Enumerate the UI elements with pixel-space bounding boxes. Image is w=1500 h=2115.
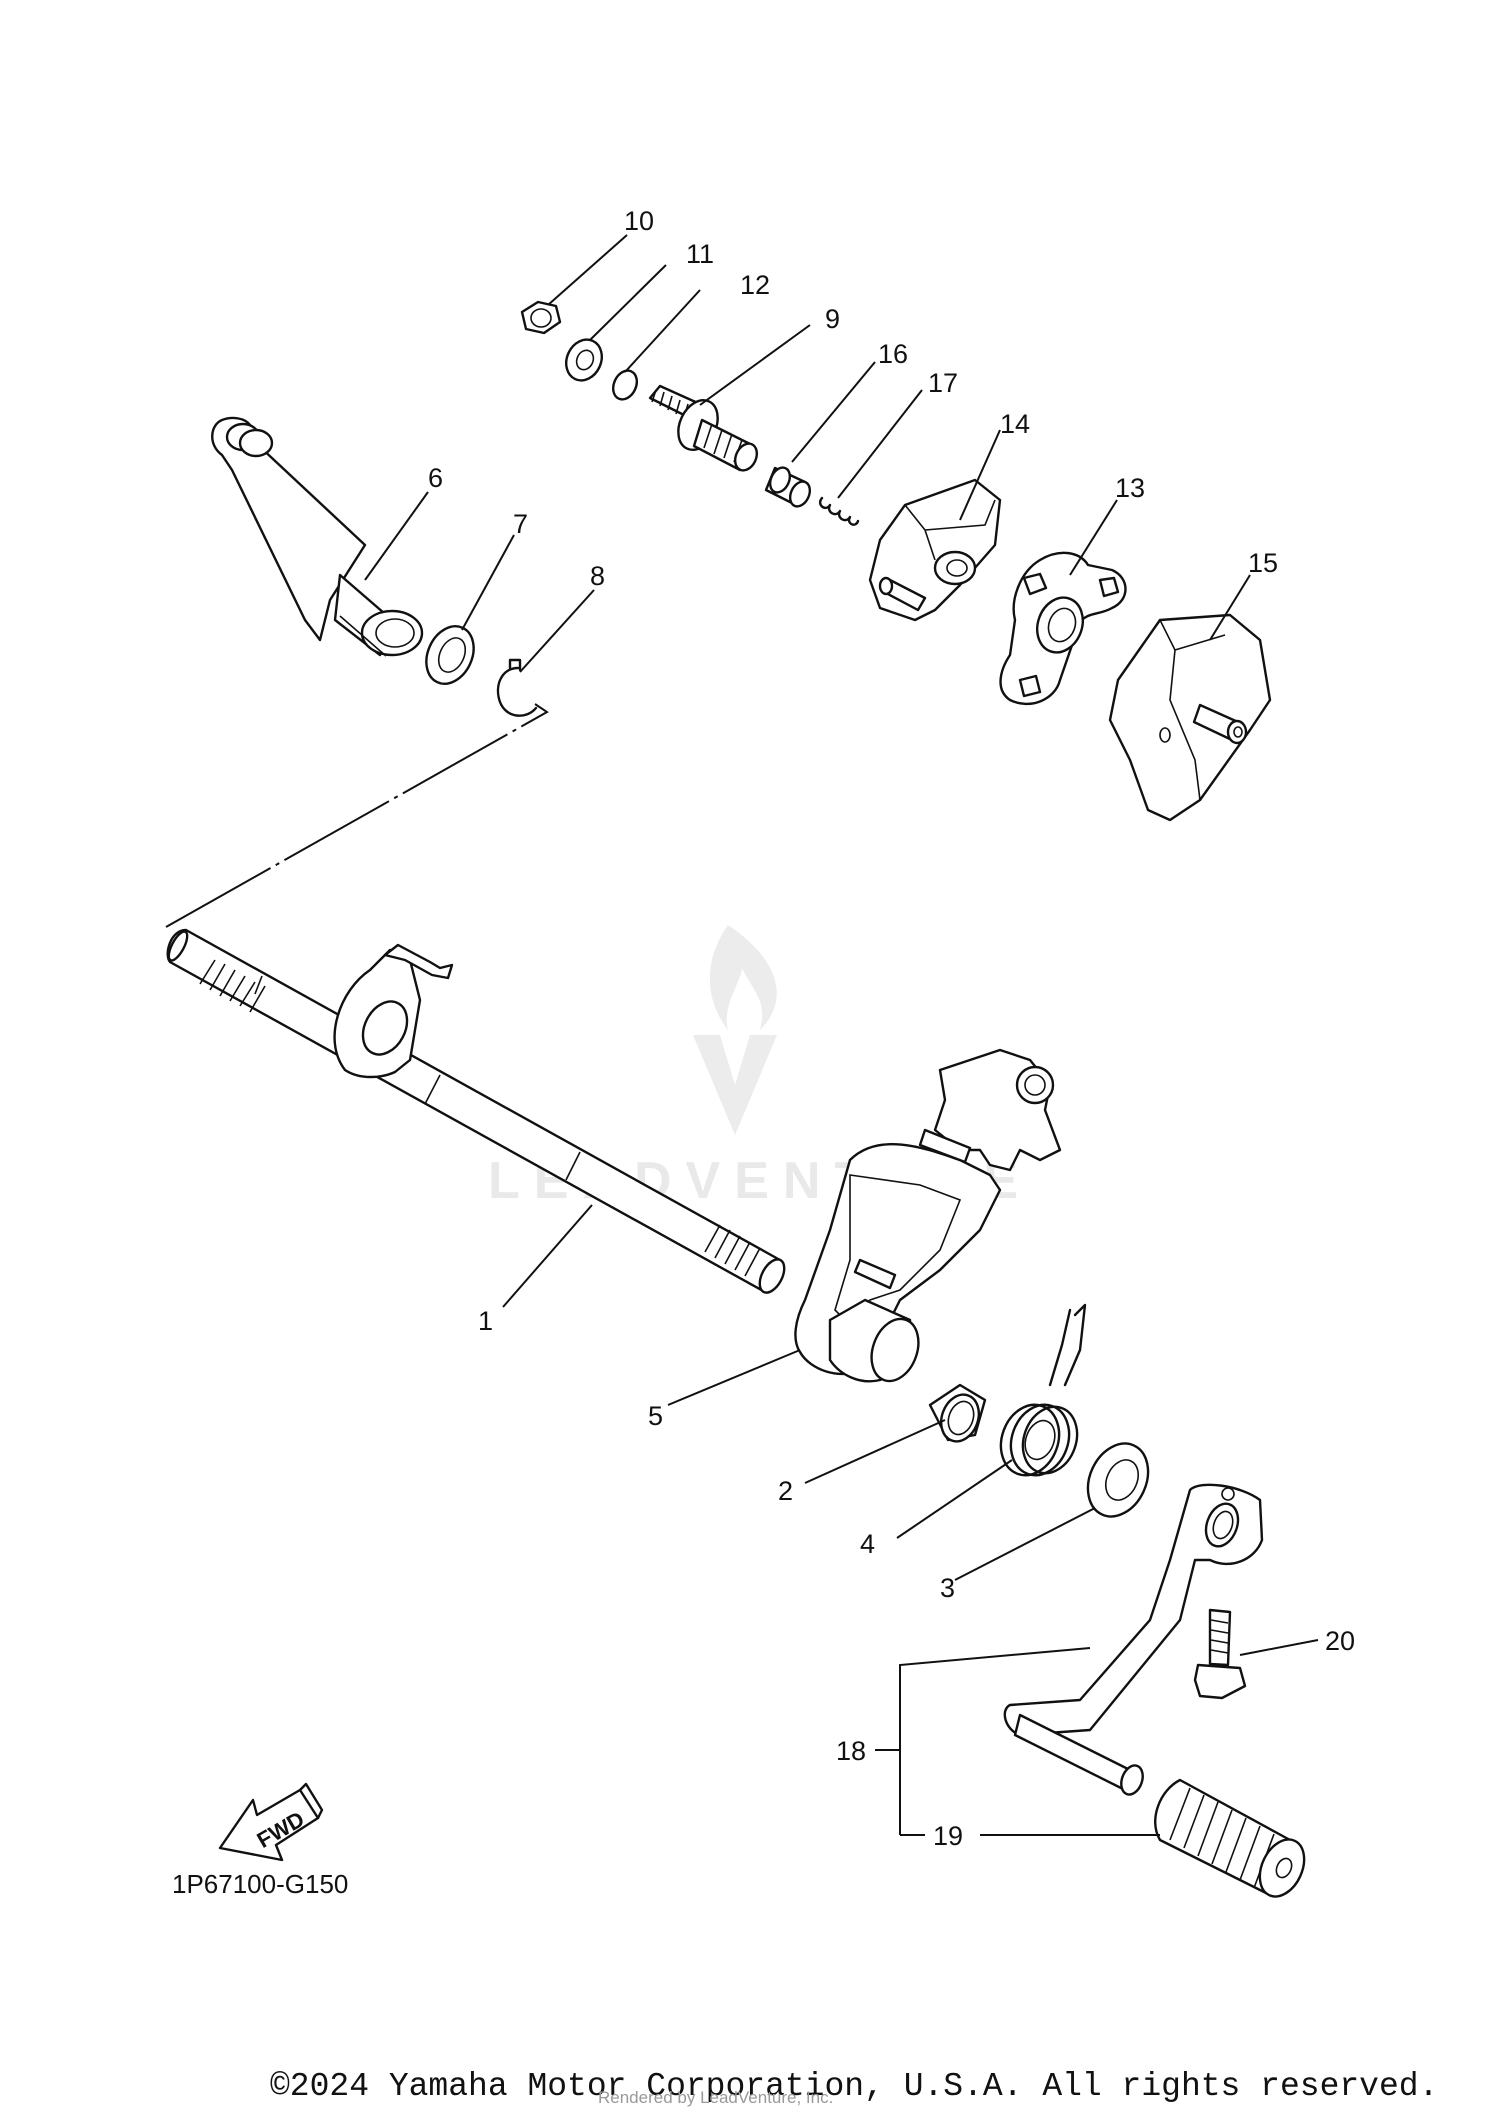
- label-part-20: 20: [1325, 1626, 1355, 1656]
- part-5-shift-lever: [794, 1048, 1062, 1383]
- label-part-1: 1: [478, 1306, 493, 1336]
- part-3-oil-seal: [1086, 1442, 1150, 1518]
- label-part-13: 13: [1115, 473, 1145, 503]
- label-part-9: 9: [825, 304, 840, 334]
- part-14-segment: [868, 478, 1002, 622]
- part-2-needle-bearing: [928, 1383, 987, 1443]
- part-20-bolt: [1193, 1608, 1247, 1700]
- copyright-notice: ©2024 Yamaha Motor Corporation, U.S.A. A…: [270, 2068, 1439, 2105]
- label-part-4: 4: [860, 1529, 875, 1559]
- part-18-shift-pedal: [1003, 1483, 1264, 1796]
- part-6-shift-arm: [211, 416, 424, 657]
- fwd-arrow-icon: FWD: [218, 1782, 324, 1862]
- diagram-code: 1P67100-G150: [172, 1869, 348, 1899]
- part-7-washer: [425, 625, 475, 685]
- assembly-leader-line: [165, 703, 549, 928]
- label-part-10: 10: [624, 206, 654, 236]
- part-number-labels: 1 2 3 4 5 6 7 8 9 10 11 12 13 14 15 16 1…: [428, 206, 1355, 1851]
- part-1-shift-shaft: [166, 928, 786, 1294]
- part-11-washer: [565, 338, 603, 382]
- part-16-collar: [764, 466, 812, 508]
- label-part-5: 5: [648, 1401, 663, 1431]
- label-part-15: 15: [1248, 548, 1278, 578]
- label-part-18: 18: [836, 1736, 866, 1766]
- part-10-nut: [520, 300, 562, 335]
- label-part-11: 11: [686, 239, 714, 269]
- label-part-16: 16: [878, 339, 908, 369]
- part-12-o-ring: [611, 369, 639, 401]
- leader-lines: [364, 234, 1319, 1836]
- label-part-19: 19: [933, 1821, 963, 1851]
- part-19-pedal-rubber: [1154, 1778, 1306, 1898]
- label-part-2: 2: [778, 1476, 793, 1506]
- label-part-12: 12: [740, 270, 770, 300]
- part-4-torsion-spring: [999, 1303, 1087, 1477]
- label-part-3: 3: [940, 1573, 955, 1603]
- label-part-6: 6: [428, 463, 443, 493]
- label-part-17: 17: [928, 368, 958, 398]
- part-8-circlip: [496, 658, 538, 717]
- part-17-spring: [818, 496, 860, 526]
- rendered-by-notice: Rendered by LeadVenture, Inc.: [598, 2088, 834, 2107]
- part-15-shift-drum-segment: [1108, 613, 1272, 822]
- part-13-stopper-plate: [999, 551, 1127, 706]
- label-part-7: 7: [513, 509, 528, 539]
- label-part-14: 14: [1000, 409, 1030, 439]
- part-9-shaft-bolt: [648, 384, 759, 472]
- label-part-8: 8: [590, 561, 605, 591]
